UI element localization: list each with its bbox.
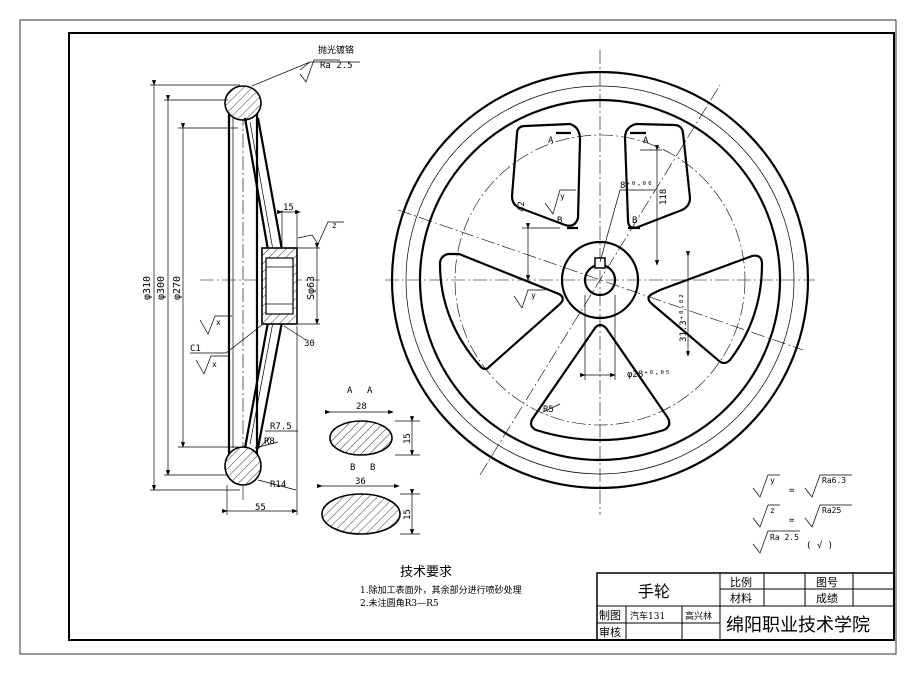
cut-a-left: A [548, 136, 554, 146]
spoke-window-4 [647, 254, 764, 365]
spoke-window-2 [623, 122, 692, 229]
dim-r14: R14 [270, 480, 286, 490]
legend-z-value: Ra25 [822, 506, 841, 515]
legend-eq-2: = [789, 516, 795, 526]
dim-hub-sphere: Sφ63 [306, 276, 317, 300]
dim-width: 55 [255, 503, 266, 513]
legend-z-symbol: z [770, 506, 775, 515]
rough-y-1: y [560, 192, 565, 201]
section-a-width: 28 [356, 402, 367, 412]
dim-angle: 30 [304, 339, 315, 349]
inner-frame [68, 32, 895, 641]
title-block: 手轮 比例 图号 材料 成绩 制图 汽车131 高兴林 审核 绵阳职业技术学院 [596, 572, 895, 641]
cut-b-right: B [632, 216, 637, 226]
dim-42: 42 [517, 201, 527, 212]
tech-title: 技术要求 [400, 565, 452, 580]
hub-outer [560, 240, 640, 320]
front-view: A A B B 8⁺⁰·⁰⁶ 118 42 31.3⁺⁰·⁰² φ28⁺⁰·⁰⁵… [385, 50, 815, 515]
legend-y-value: Ra6.3 [822, 476, 846, 485]
drawn-label: 制图 [599, 609, 621, 622]
section-a-height: 15 [403, 433, 413, 444]
spoke-window-1 [510, 122, 582, 227]
dim-d270: φ270 [172, 276, 183, 300]
rim-inner [418, 98, 782, 462]
section-a-left: A [347, 386, 353, 396]
spoke-window-3 [438, 252, 564, 371]
legend-eq-1: = [789, 486, 795, 496]
grade-label: 成绩 [816, 592, 838, 605]
section-b-height: 15 [403, 509, 413, 520]
scale-label: 比例 [730, 575, 752, 589]
section-a-right: A [367, 386, 373, 396]
surface-ra: Ra 2.5 [320, 61, 353, 71]
dim-31-3: 31.3⁺⁰·⁰² [679, 293, 689, 342]
school-name: 绵阳职业技术学院 [726, 615, 870, 636]
material-label: 材料 [730, 591, 752, 605]
dim-chamfer: C1 [190, 344, 201, 354]
roughness-legend: y = Ra6.3 z = Ra25 Ra 2.5 ( √ ) [752, 474, 852, 554]
tech-line-2: 2.未注圆角R3—R5 [360, 597, 439, 609]
dim-r5: R5 [543, 405, 554, 415]
outer-frame [19, 19, 897, 655]
legend-other-value: Ra 2.5 [770, 533, 799, 542]
checked-label: 审核 [599, 625, 621, 639]
rim-outer [390, 70, 810, 490]
section-a: A A 28 15 [325, 386, 420, 456]
dim-r7-5: R7.5 [270, 422, 292, 432]
tech-requirements: 技术要求 1.除加工表面外，其余部分进行喷砂处理 2.未注圆角R3—R5 [360, 565, 522, 609]
dim-r8: R8 [264, 437, 275, 447]
spoke-window-5 [529, 323, 671, 442]
rough-x-1: x [216, 318, 221, 327]
dim-d300: φ300 [156, 276, 167, 300]
legend-y-symbol: y [770, 476, 775, 485]
cut-b-left: B [557, 216, 562, 226]
tech-line-1: 1.除加工表面外，其余部分进行喷砂处理 [360, 584, 522, 596]
rough-y-2: y [531, 291, 536, 300]
section-b-right: B [370, 463, 375, 473]
dim-118: 118 [659, 189, 669, 205]
rim-section-bottom [224, 446, 262, 486]
rim-section-top [224, 85, 262, 121]
legend-other-note: ( √ ) [806, 540, 833, 551]
part-name: 手轮 [638, 582, 670, 601]
rough-z: z [332, 221, 337, 230]
dim-hub-width: 15 [283, 203, 294, 213]
dim-d310: φ310 [142, 276, 153, 300]
drawn-name: 高兴林 [685, 610, 712, 622]
dim-keyway: 8⁺⁰·⁰⁶ [620, 181, 653, 191]
side-view: φ310 φ300 φ270 15 Sφ63 30 C1 R7.5 R8 R14… [142, 44, 360, 515]
drawing-no-label: 图号 [816, 576, 838, 589]
section-b: B B 36 15 [317, 463, 420, 535]
drawn-class: 汽车131 [630, 610, 665, 622]
section-b-left: B [350, 463, 355, 473]
cut-a-right: A [643, 136, 649, 146]
dim-hole: φ28⁺⁰·⁰⁵ [627, 370, 670, 380]
rough-x-2: x [212, 360, 217, 369]
section-b-width: 36 [355, 477, 366, 487]
surface-note: 抛光镀铬 [318, 44, 354, 56]
